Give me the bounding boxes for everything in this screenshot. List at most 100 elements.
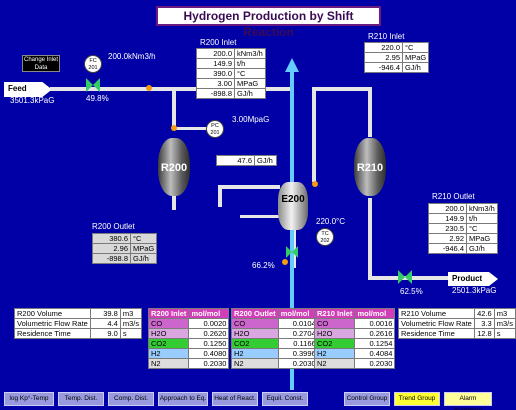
component-cell: H2O — [231, 328, 279, 339]
pipe-r200-to-e200 — [218, 185, 280, 189]
junction-dot — [312, 181, 318, 187]
value-cell: 0.0104 — [277, 318, 319, 329]
pipe-r200-out — [218, 185, 222, 207]
fc-controller[interactable]: FC 201 — [84, 55, 102, 73]
r210-outlet-title: R210 Outlet — [432, 192, 475, 201]
unit-cell: °C — [466, 223, 498, 234]
nav-button[interactable]: Approach to Eq. — [158, 392, 208, 406]
label-cell: R200 Volume — [14, 308, 91, 319]
change-inlet-button[interactable]: Change Inlet Data — [22, 55, 60, 72]
trend-group-button[interactable]: Trend Group — [394, 392, 440, 406]
table-row: 390.0°C — [196, 68, 266, 79]
unit-cell: °C — [129, 233, 158, 244]
unit-cell: MPaG — [234, 78, 266, 89]
header-cell: mol/mol — [354, 308, 396, 319]
unit-cell: °C — [401, 42, 430, 53]
value-cell: 2.92 — [428, 233, 467, 244]
label-cell: Volumetric Flow Rate — [398, 318, 475, 329]
junction-dot — [282, 259, 288, 265]
nav-button[interactable]: Comp. Dist. — [108, 392, 154, 406]
component-cell: CO — [313, 318, 356, 329]
unit-cell: GJ/h — [466, 243, 498, 254]
unit-cell: s — [493, 328, 516, 339]
product-label: Product — [452, 274, 483, 283]
unit-cell: t/h — [466, 213, 498, 224]
r200-vessel[interactable]: R200 — [158, 138, 190, 196]
nav-button[interactable]: Equil. Const. — [262, 392, 308, 406]
r200-outlet-title: R200 Outlet — [92, 222, 135, 231]
table-row: 380.6°C — [92, 233, 158, 244]
fc-tag: FC — [89, 58, 97, 64]
value-cell: 390.0 — [196, 68, 235, 79]
control-group-button[interactable]: Control Group — [344, 392, 390, 406]
fc-id: 201 — [88, 65, 98, 71]
pc-controller[interactable]: PC 201 — [206, 120, 224, 138]
tc-tag: TC — [321, 231, 329, 237]
component-cell: N2 — [231, 358, 279, 369]
value-cell: 9.0 — [89, 328, 121, 339]
e200-exchanger[interactable]: E200 — [278, 182, 308, 230]
bypass-valve[interactable] — [286, 246, 298, 258]
unit-cell: m3/s — [493, 318, 516, 329]
nav-button[interactable]: Temp. Dist. — [58, 392, 104, 406]
label-cell: Residence Time — [398, 328, 475, 339]
component-cell: CO2 — [147, 338, 190, 349]
feed-flow: 200.0kNm3/h — [108, 52, 156, 61]
alarm-summary-button[interactable]: Alarm Summary — [444, 392, 492, 410]
value-cell: 4.4 — [89, 318, 121, 329]
pipe-r210-bottom — [368, 198, 372, 278]
value-cell: 3.00 — [196, 78, 235, 89]
value-cell: 0.1166 — [277, 338, 319, 349]
value-cell: 0.4080 — [188, 348, 230, 359]
value-cell: 0.2704 — [277, 328, 319, 339]
value-cell: 149.9 — [428, 213, 467, 224]
value-cell: 2.95 — [364, 52, 403, 63]
product-valve[interactable] — [398, 270, 412, 284]
component-cell: N2 — [313, 358, 356, 369]
nav-button[interactable]: log Kp°-Temp — [4, 392, 54, 406]
r210-inlet-title: R210 Inlet — [368, 32, 405, 41]
nav-button[interactable]: Heat of React. — [212, 392, 258, 406]
header-cell: mol/mol — [188, 308, 230, 319]
header-cell: R200 Inlet — [147, 308, 190, 319]
value-cell: 12.8 — [473, 328, 495, 339]
component-cell: H2O — [313, 328, 356, 339]
unit-cell: GJ/h — [234, 88, 266, 99]
value-cell: 200.0 — [428, 203, 467, 214]
value-cell: 0.2620 — [188, 328, 230, 339]
feed-arrow — [4, 82, 52, 97]
r210-vessel[interactable]: R210 — [354, 138, 386, 196]
value-cell: -898.8 — [196, 88, 235, 99]
tc-controller[interactable]: TC 202 — [316, 228, 334, 246]
value-cell: 220.0 — [364, 42, 403, 53]
duty-unit: GJ/h — [254, 155, 277, 166]
feed-valve[interactable] — [86, 78, 100, 92]
component-cell: N2 — [147, 358, 190, 369]
table-row: 230.5°C — [428, 223, 498, 234]
tc-setpoint: 220.0°C — [316, 217, 345, 226]
